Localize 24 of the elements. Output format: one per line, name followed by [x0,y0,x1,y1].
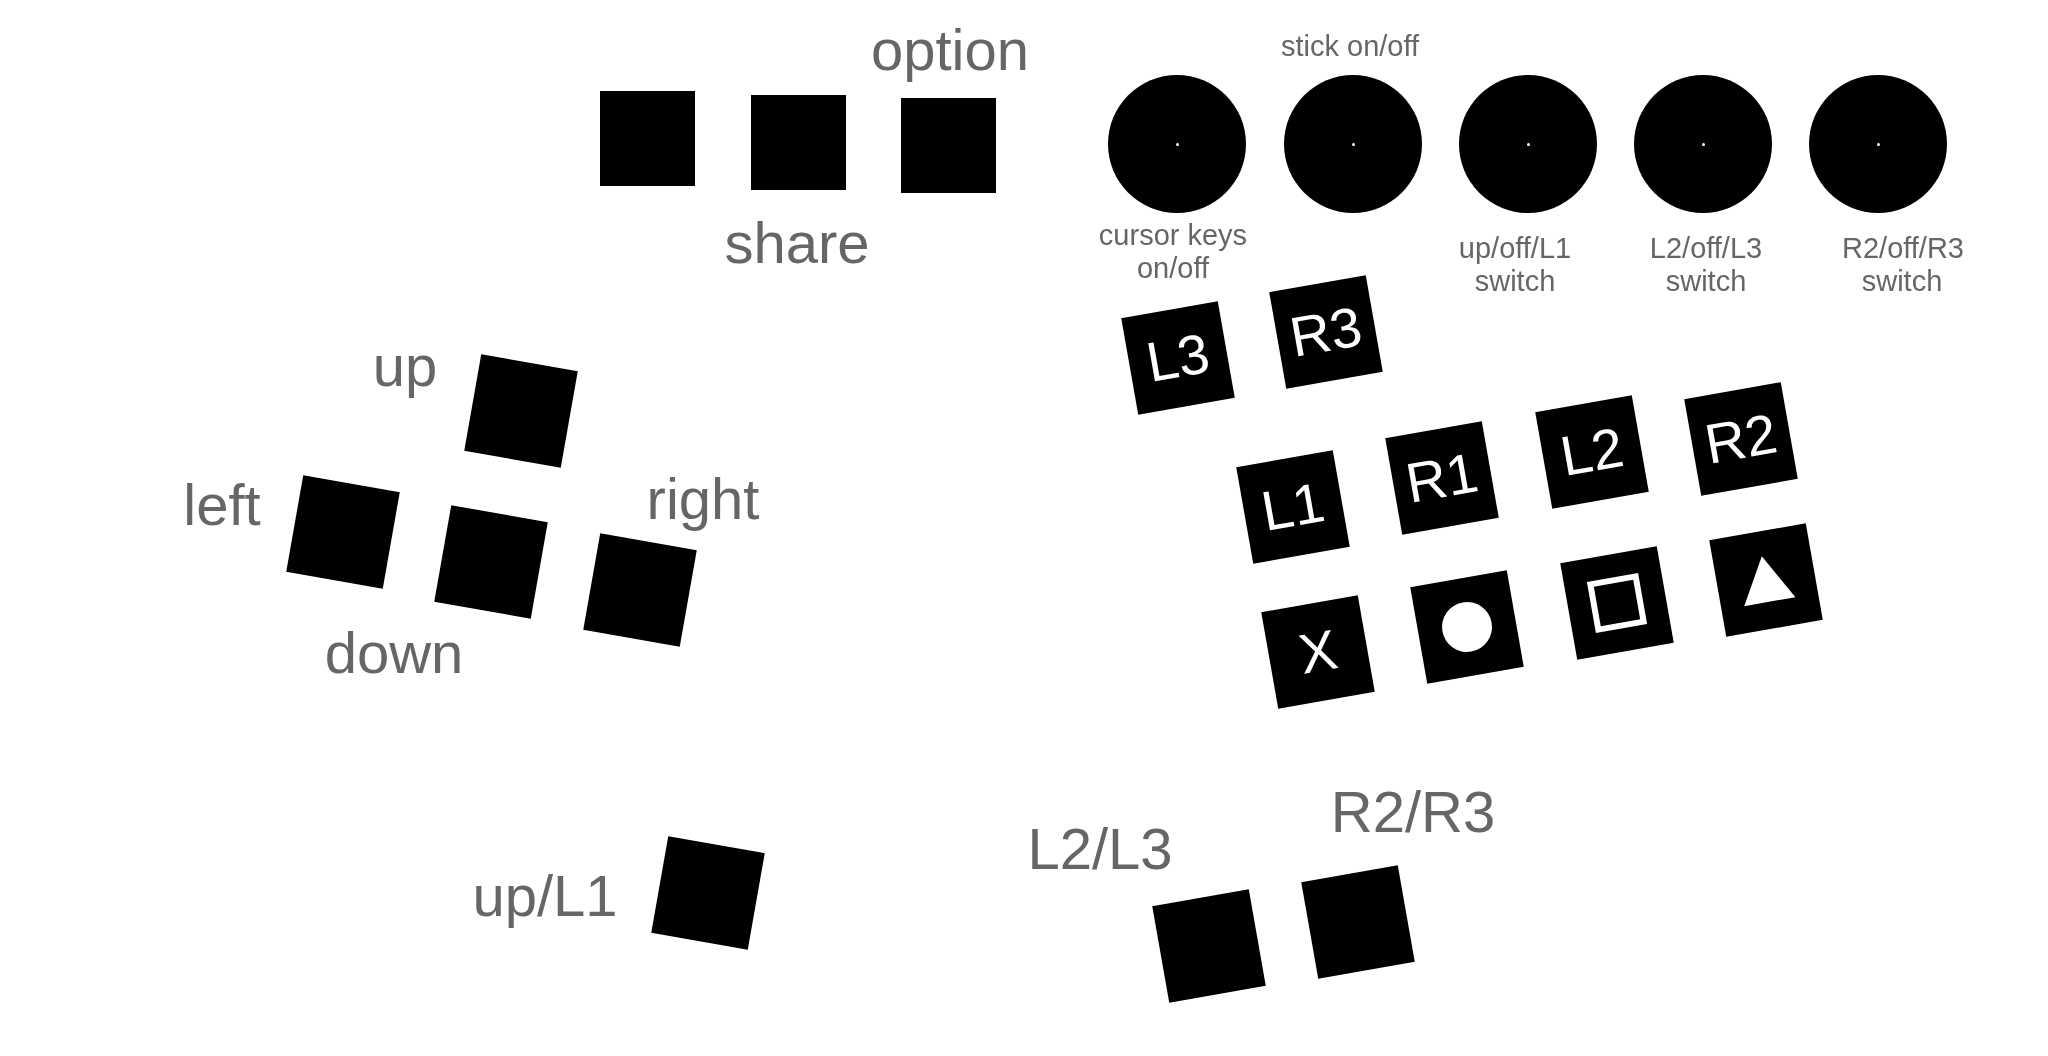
button-label: L2/off/L3 switch [1648,231,1764,299]
square-key [900,97,996,193]
button-label: up/off/L1 switch [1457,231,1573,299]
key-label: R1 [1401,444,1483,512]
key-label: R3 [1285,298,1367,366]
key-label: R2 [1700,405,1782,473]
key-label: X [1294,621,1342,683]
key-label: L1 [1257,474,1329,540]
button-label: up/L1 [472,862,618,930]
button-label: down [324,619,464,687]
key-label: L3 [1142,325,1214,391]
button-label: L2/L3 [1027,815,1173,883]
button-label: right [646,465,760,533]
button-label: left [183,471,261,539]
button-label: share [724,209,870,277]
square-key [750,94,846,190]
square-key [599,90,695,186]
button-label: up [372,332,438,400]
button-label: R2/off/R3 switch [1842,231,1962,299]
button-label: option [871,16,1029,84]
key-label: L2 [1556,419,1628,485]
button-label: cursor keys on/off [1097,218,1249,286]
button-label: R2/R3 [1330,778,1496,846]
button-label: stick on/off [1280,30,1420,64]
